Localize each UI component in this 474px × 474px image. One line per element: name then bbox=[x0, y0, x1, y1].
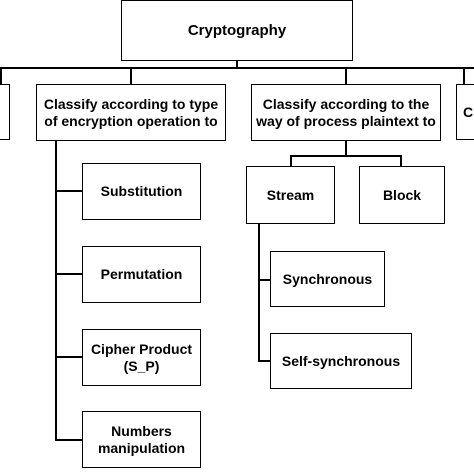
branch-operation-node: Classify according to type of encryption… bbox=[36, 84, 226, 141]
stream-spine bbox=[258, 224, 260, 362]
self-synchronous-node: Self-synchronous bbox=[270, 333, 412, 389]
drop-block bbox=[400, 155, 402, 166]
drop-left-partial bbox=[0, 67, 2, 86]
block-node: Block bbox=[359, 166, 445, 224]
operation-tick-3 bbox=[55, 356, 82, 358]
drop-stream bbox=[290, 155, 292, 166]
substitution-node: Substitution bbox=[82, 163, 201, 220]
permutation-node: Permutation bbox=[82, 246, 201, 303]
root-node: Cryptography bbox=[121, 0, 353, 61]
stream-tick-2 bbox=[258, 360, 270, 362]
synchronous-node: Synchronous bbox=[270, 251, 385, 307]
stream-tick-1 bbox=[258, 279, 270, 281]
drop-branch-operation bbox=[130, 67, 132, 86]
operation-tick-2 bbox=[55, 273, 82, 275]
top-bus bbox=[0, 67, 474, 69]
cipher-product-node: Cipher Product (S_P) bbox=[82, 329, 201, 386]
stream-node: Stream bbox=[246, 166, 335, 224]
root-stem bbox=[236, 60, 238, 68]
drop-branch-process bbox=[345, 67, 347, 86]
operation-tick-1 bbox=[55, 190, 82, 192]
operation-tick-4 bbox=[55, 439, 82, 441]
right-partial-node: C bbox=[456, 84, 474, 140]
numbers-manipulation-node: Numbers manipulation bbox=[82, 411, 201, 468]
operation-spine bbox=[55, 140, 57, 441]
left-partial-node bbox=[0, 84, 10, 140]
process-bus bbox=[290, 155, 401, 157]
process-stem bbox=[345, 140, 347, 156]
branch-process-node: Classify according to the way of process… bbox=[251, 84, 441, 141]
drop-right-partial bbox=[463, 67, 465, 86]
